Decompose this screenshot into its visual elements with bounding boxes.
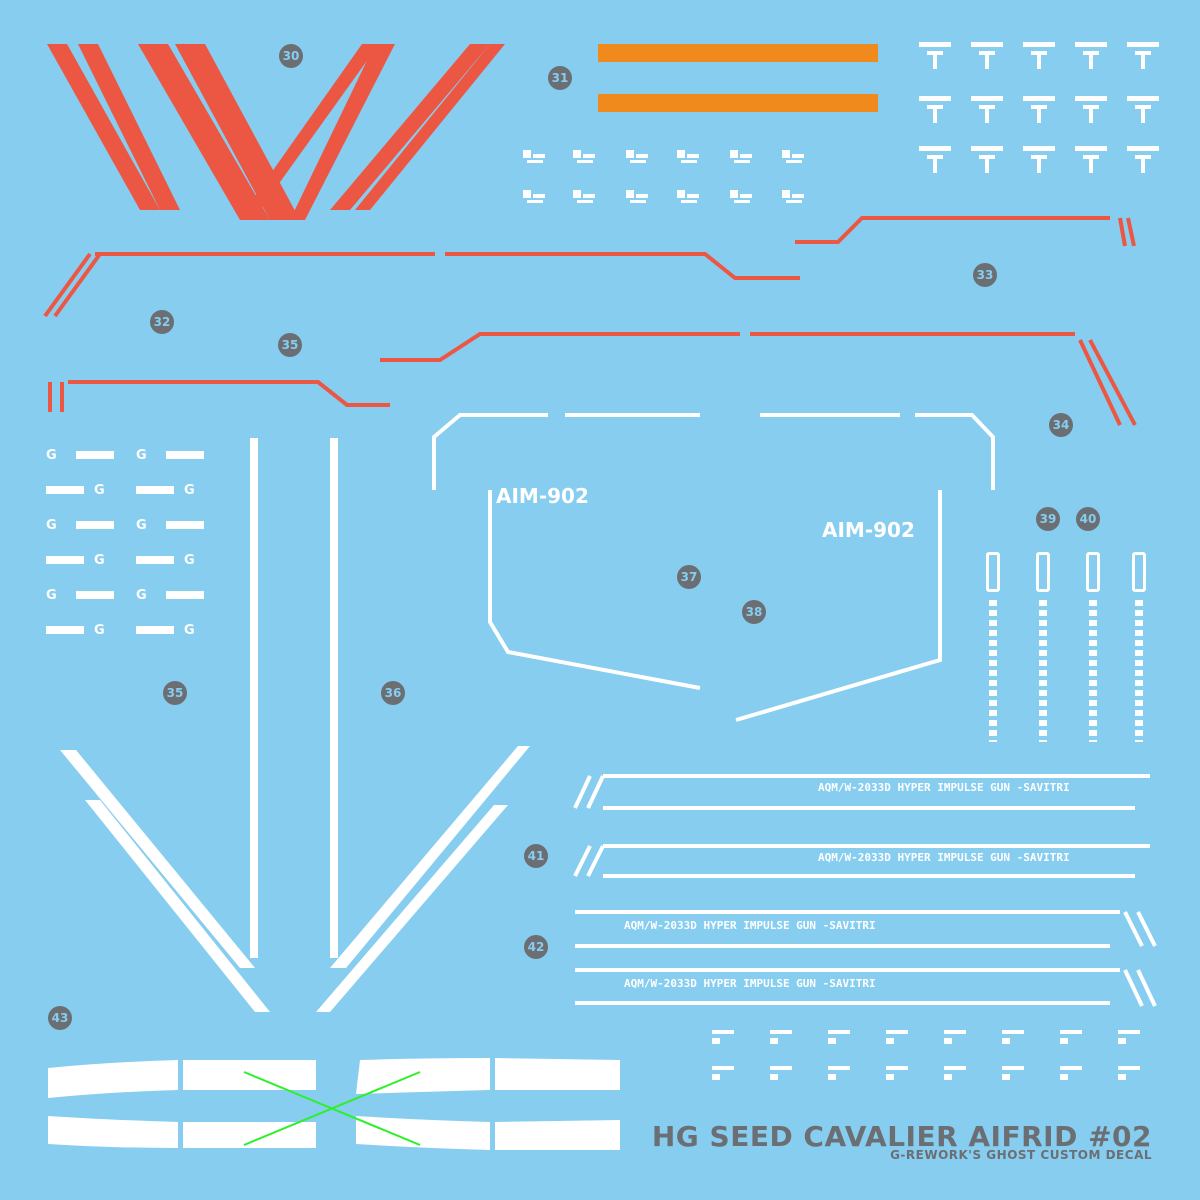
- mini-mark: [917, 146, 953, 176]
- mini-mark: [1021, 146, 1057, 176]
- chip-mark: [1002, 1066, 1024, 1080]
- white-frame-37-38: [432, 413, 995, 722]
- red-v-stripes: [47, 44, 505, 220]
- chip-mark: [730, 150, 752, 164]
- logo-mark: G: [136, 483, 206, 498]
- white-bar-36: [330, 438, 338, 958]
- chip-mark: [1002, 1030, 1024, 1044]
- gun-decal: [1036, 552, 1050, 742]
- mini-mark: [969, 146, 1005, 176]
- mini-mark: [1073, 96, 1109, 126]
- chip-mark: [712, 1066, 734, 1080]
- decal-number-badge: 39: [1036, 507, 1060, 531]
- mini-mark: [1073, 146, 1109, 176]
- chip-mark: [770, 1066, 792, 1080]
- decal-number-badge: 31: [548, 66, 572, 90]
- red-line-35: [48, 380, 390, 412]
- logo-mark: G: [136, 623, 206, 638]
- logo-mark: G: [136, 518, 206, 533]
- logo-mark: G: [46, 588, 116, 603]
- chip-mark: [828, 1030, 850, 1044]
- decal-number-badge: 36: [381, 681, 405, 705]
- chip-mark: [730, 190, 752, 204]
- green-cut-marks: [243, 1071, 421, 1146]
- gun-text-42a: AQM/W-2033D HYPER IMPULSE GUN -SAVITRI: [624, 919, 876, 932]
- mini-mark: [969, 42, 1005, 72]
- logo-mark: G: [136, 553, 206, 568]
- gun-decal: [1086, 552, 1100, 742]
- chip-mark: [1118, 1030, 1140, 1044]
- mini-mark: [1073, 42, 1109, 72]
- chip-mark: [782, 150, 804, 164]
- decal-number-badge: 35: [163, 681, 187, 705]
- chip-mark: [573, 190, 595, 204]
- aim-label-left: AIM-902: [496, 484, 589, 508]
- chip-mark: [828, 1066, 850, 1080]
- mini-mark: [1125, 42, 1161, 72]
- logo-mark: G: [136, 448, 206, 463]
- chip-mark: [944, 1030, 966, 1044]
- chip-mark: [626, 150, 648, 164]
- gun-decal: [1132, 552, 1146, 742]
- mini-mark: [917, 42, 953, 72]
- white-arcs-43: [48, 1058, 620, 1150]
- chip-mark: [626, 190, 648, 204]
- decal-number-badge: 41: [524, 844, 548, 868]
- chip-mark: [1118, 1066, 1140, 1080]
- chip-mark: [677, 150, 699, 164]
- mini-mark: [969, 96, 1005, 126]
- chip-mark: [573, 150, 595, 164]
- mini-mark: [1021, 96, 1057, 126]
- decal-number-badge: 42: [524, 935, 548, 959]
- logo-mark: G: [46, 553, 116, 568]
- gun-decal: [986, 552, 1000, 742]
- aim-label-right: AIM-902: [822, 518, 915, 542]
- gun-text-42b: AQM/W-2033D HYPER IMPULSE GUN -SAVITRI: [624, 977, 876, 990]
- chip-mark: [523, 190, 545, 204]
- chip-mark: [782, 190, 804, 204]
- chip-mark: [886, 1066, 908, 1080]
- decal-number-badge: 33: [973, 263, 997, 287]
- decal-number-badge: 30: [279, 44, 303, 68]
- decal-number-badge: 37: [677, 565, 701, 589]
- chip-mark: [1060, 1030, 1082, 1044]
- mini-mark: [917, 96, 953, 126]
- decal-number-badge: 38: [742, 600, 766, 624]
- red-line-33: [795, 216, 1136, 247]
- sheet-title: HG SEED CAVALIER AIFRID #02: [651, 1120, 1152, 1153]
- logo-mark: G: [46, 448, 116, 463]
- gun-text-41a: AQM/W-2033D HYPER IMPULSE GUN -SAVITRI: [818, 781, 1070, 794]
- red-line-32: [43, 252, 800, 318]
- mini-mark: [1021, 42, 1057, 72]
- chip-mark: [712, 1030, 734, 1044]
- chip-mark: [944, 1066, 966, 1080]
- decal-number-badge: 43: [48, 1006, 72, 1030]
- chip-mark: [523, 150, 545, 164]
- white-bar-35: [250, 438, 258, 958]
- decal-number-badge: 32: [150, 310, 174, 334]
- decal-number-badge: 34: [1049, 413, 1073, 437]
- chip-mark: [770, 1030, 792, 1044]
- gun-stripes-41: [573, 774, 1150, 878]
- decal-number-badge: 40: [1076, 507, 1100, 531]
- logo-mark: G: [136, 588, 206, 603]
- orange-bar-bottom: [598, 94, 878, 112]
- gun-stripes-42: [575, 910, 1157, 1007]
- sheet-subtitle: G-REWORK'S GHOST CUSTOM DECAL: [890, 1148, 1152, 1162]
- mini-mark: [1125, 96, 1161, 126]
- chip-mark: [1060, 1066, 1082, 1080]
- mini-mark: [1125, 146, 1161, 176]
- logo-mark: G: [46, 623, 116, 638]
- logo-mark: G: [46, 483, 116, 498]
- decal-number-badge: 35: [278, 333, 302, 357]
- chip-mark: [677, 190, 699, 204]
- white-v-43: [60, 746, 530, 1012]
- gun-text-41b: AQM/W-2033D HYPER IMPULSE GUN -SAVITRI: [818, 851, 1070, 864]
- orange-bar-top: [598, 44, 878, 62]
- logo-mark: G: [46, 518, 116, 533]
- red-line-34: [380, 332, 1137, 426]
- chip-mark: [886, 1030, 908, 1044]
